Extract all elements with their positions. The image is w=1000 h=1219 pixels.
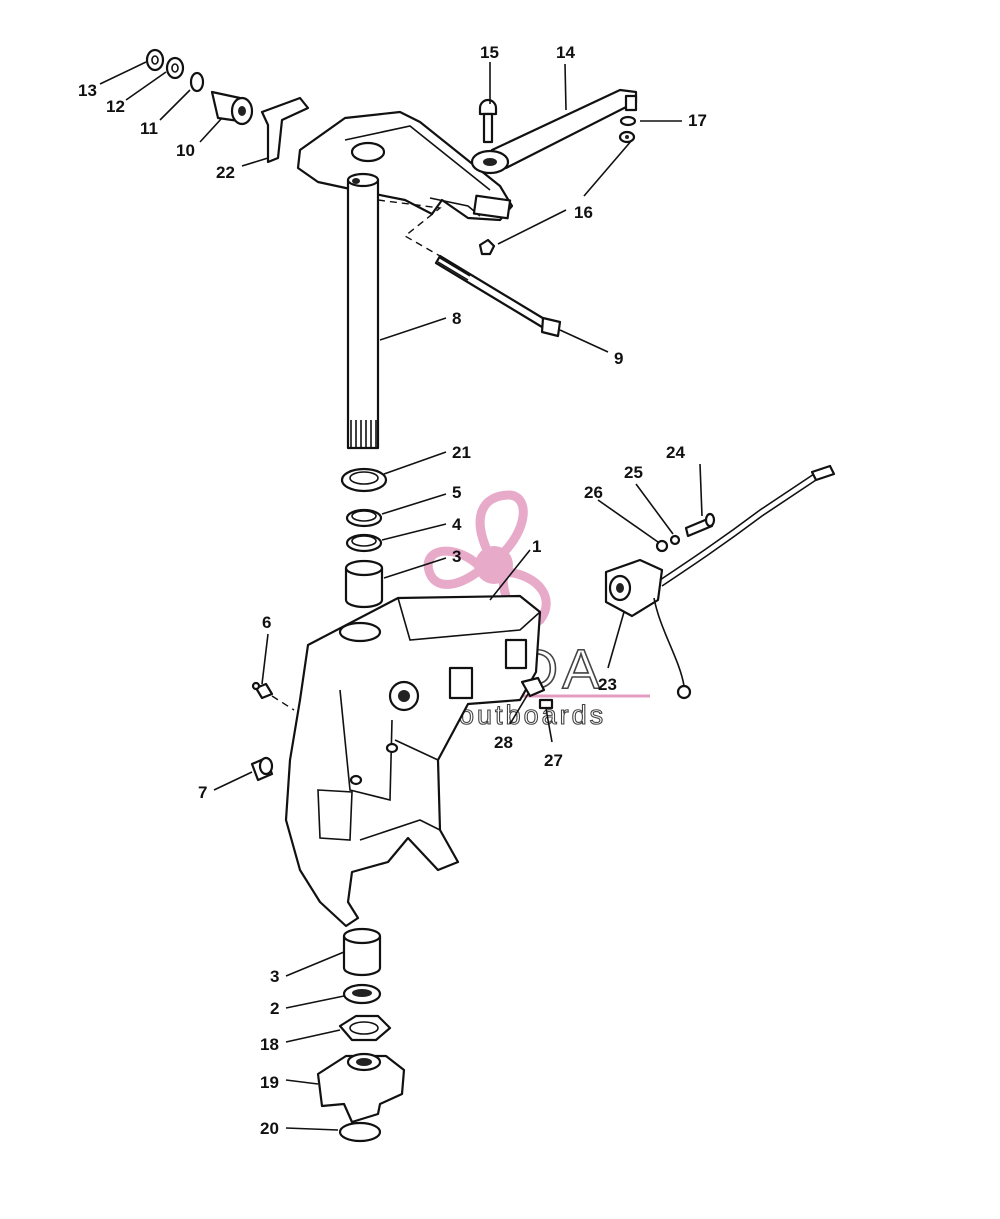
callout-12: 12 (106, 97, 125, 116)
washer-21 (340, 467, 388, 493)
callout-20: 20 (260, 1119, 279, 1138)
callout-24: 24 (666, 443, 685, 462)
callout-14: 14 (556, 43, 575, 62)
callout-25: 25 (624, 463, 643, 482)
screw-24 (684, 512, 716, 538)
callout-7: 7 (198, 783, 207, 802)
screw-27 (538, 698, 554, 721)
washer-25 (669, 534, 681, 546)
swivel-bracket-1 (284, 594, 542, 928)
clip-plate-22 (260, 96, 310, 164)
callout-16: 16 (574, 203, 593, 222)
callout-18: 18 (260, 1035, 279, 1054)
callout-13: 13 (78, 81, 97, 100)
bushing-3-lower (342, 927, 382, 977)
nut-16-upper (618, 130, 636, 144)
callout-17: 17 (688, 111, 707, 130)
callout-1: 1 (532, 537, 541, 556)
retaining-ring-11 (189, 71, 205, 93)
callout-11: 11 (140, 119, 158, 138)
callout-21: 21 (452, 443, 471, 462)
washer-13 (145, 48, 165, 72)
ring-5 (345, 508, 383, 528)
bolt-15 (478, 98, 498, 144)
bushing-7 (250, 756, 274, 782)
rubber-mount-10 (210, 90, 254, 126)
through-bolt-9 (377, 199, 562, 338)
callout-3-upper: 3 (452, 547, 461, 566)
callout-8: 8 (452, 309, 461, 328)
callout-26: 26 (584, 483, 603, 502)
washer-12 (165, 56, 185, 80)
callout-9: 9 (614, 349, 623, 368)
ring-4 (345, 533, 383, 553)
snap-ring-20 (338, 1121, 382, 1143)
washer-17 (619, 115, 637, 127)
callout-15: 15 (480, 43, 499, 62)
callout-5: 5 (452, 483, 461, 502)
callout-2: 2 (270, 999, 279, 1018)
seal-2 (342, 983, 382, 1005)
callout-10: 10 (176, 141, 195, 160)
callout-27: 27 (544, 751, 563, 770)
link-rod-14 (470, 88, 638, 175)
callout-labels: 13 12 11 10 22 15 14 17 16 8 9 21 5 4 3 … (78, 43, 707, 1138)
leader-lines (99, 61, 703, 1131)
steering-arm (296, 110, 514, 222)
callout-19: 19 (260, 1073, 279, 1092)
clip-28 (520, 676, 546, 698)
callout-3-lower: 3 (270, 967, 279, 986)
bushing-3-upper (344, 559, 384, 609)
callout-6: 6 (262, 613, 271, 632)
callout-22: 22 (216, 163, 235, 182)
nut-16-lower (478, 238, 496, 256)
callout-23: 23 (598, 675, 617, 694)
washer-26 (655, 539, 669, 553)
callout-28: 28 (494, 733, 513, 752)
callout-4: 4 (452, 515, 462, 534)
washer-18 (338, 1014, 392, 1042)
switch-23 (604, 464, 836, 700)
steering-tube-8 (346, 172, 380, 450)
lower-yoke-19 (316, 1052, 406, 1124)
grease-fitting-6 (251, 681, 295, 711)
